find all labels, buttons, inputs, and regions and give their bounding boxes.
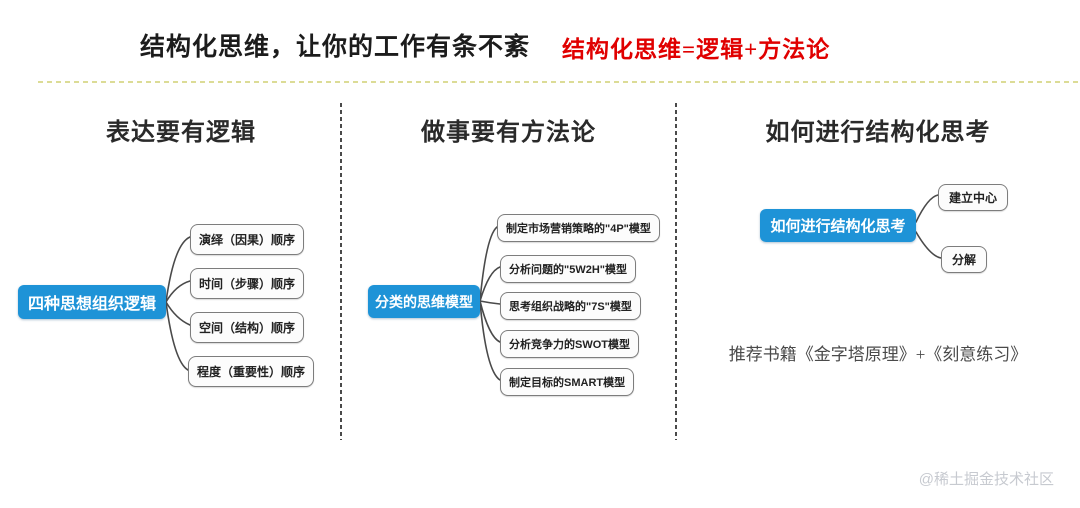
mindmap-leaf-5w2h-model: 分析问题的"5W2H"模型: [500, 255, 636, 283]
column-heading-expression-logic: 表达要有逻辑: [106, 120, 256, 146]
book-recommendation-note: 推荐书籍《金字塔原理》+《刻意练习》: [728, 345, 1028, 364]
watermark-community: @稀土掘金技术社区: [918, 471, 1054, 488]
vertical-divider-2: [675, 103, 677, 440]
mindmap-leaf-7s-model: 思考组织战略的"7S"模型: [500, 292, 641, 320]
mindmap-leaf-swot-model: 分析竞争力的SWOT模型: [500, 330, 639, 358]
page-subtitle-formula: 结构化思维=逻辑+方法论: [562, 37, 831, 62]
connector-line: [479, 300, 501, 343]
vertical-divider-1: [340, 103, 342, 440]
connector-line: [479, 226, 498, 302]
mindmap-root-how-to-structure: 如何进行结构化思考: [760, 209, 916, 242]
connector-line: [165, 236, 191, 303]
connector-line: [165, 280, 191, 303]
page-title: 结构化思维，让你的工作有条不紊: [140, 34, 531, 61]
connector-line: [479, 300, 501, 381]
column-heading-structured-thinking: 如何进行结构化思考: [765, 120, 991, 146]
mindmap-leaf-smart-model: 制定目标的SMART模型: [500, 368, 635, 396]
connector-line: [165, 301, 189, 371]
column-heading-methodology: 做事要有方法论: [421, 120, 596, 146]
column2-connectors: [479, 226, 501, 381]
mindmap-leaf-time-order: 时间（步骤）顺序: [190, 268, 305, 299]
connector-line: [479, 300, 501, 305]
mindmap-leaf-4p-model: 制定市场营销策略的"4P"模型: [497, 214, 660, 242]
mindmap-root-thinking-models: 分类的思维模型: [368, 285, 480, 318]
horizontal-dashed-divider: [38, 81, 1080, 83]
column1-connectors: [165, 236, 191, 371]
mindmap-leaf-decompose: 分解: [941, 246, 988, 273]
mindmap-leaf-build-center: 建立中心: [938, 184, 1009, 211]
mindmap-leaf-degree-order: 程度（重要性）顺序: [188, 356, 315, 387]
connector-line: [915, 194, 939, 223]
connector-line: [479, 266, 501, 302]
connector-line: [915, 231, 942, 259]
mindmap-root-four-logic: 四种思想组织逻辑: [18, 285, 166, 319]
mindmap-leaf-deductive-order: 演绎（因果）顺序: [190, 224, 305, 255]
mindmap-leaf-space-order: 空间（结构）顺序: [190, 312, 305, 343]
connector-line: [165, 301, 191, 326]
